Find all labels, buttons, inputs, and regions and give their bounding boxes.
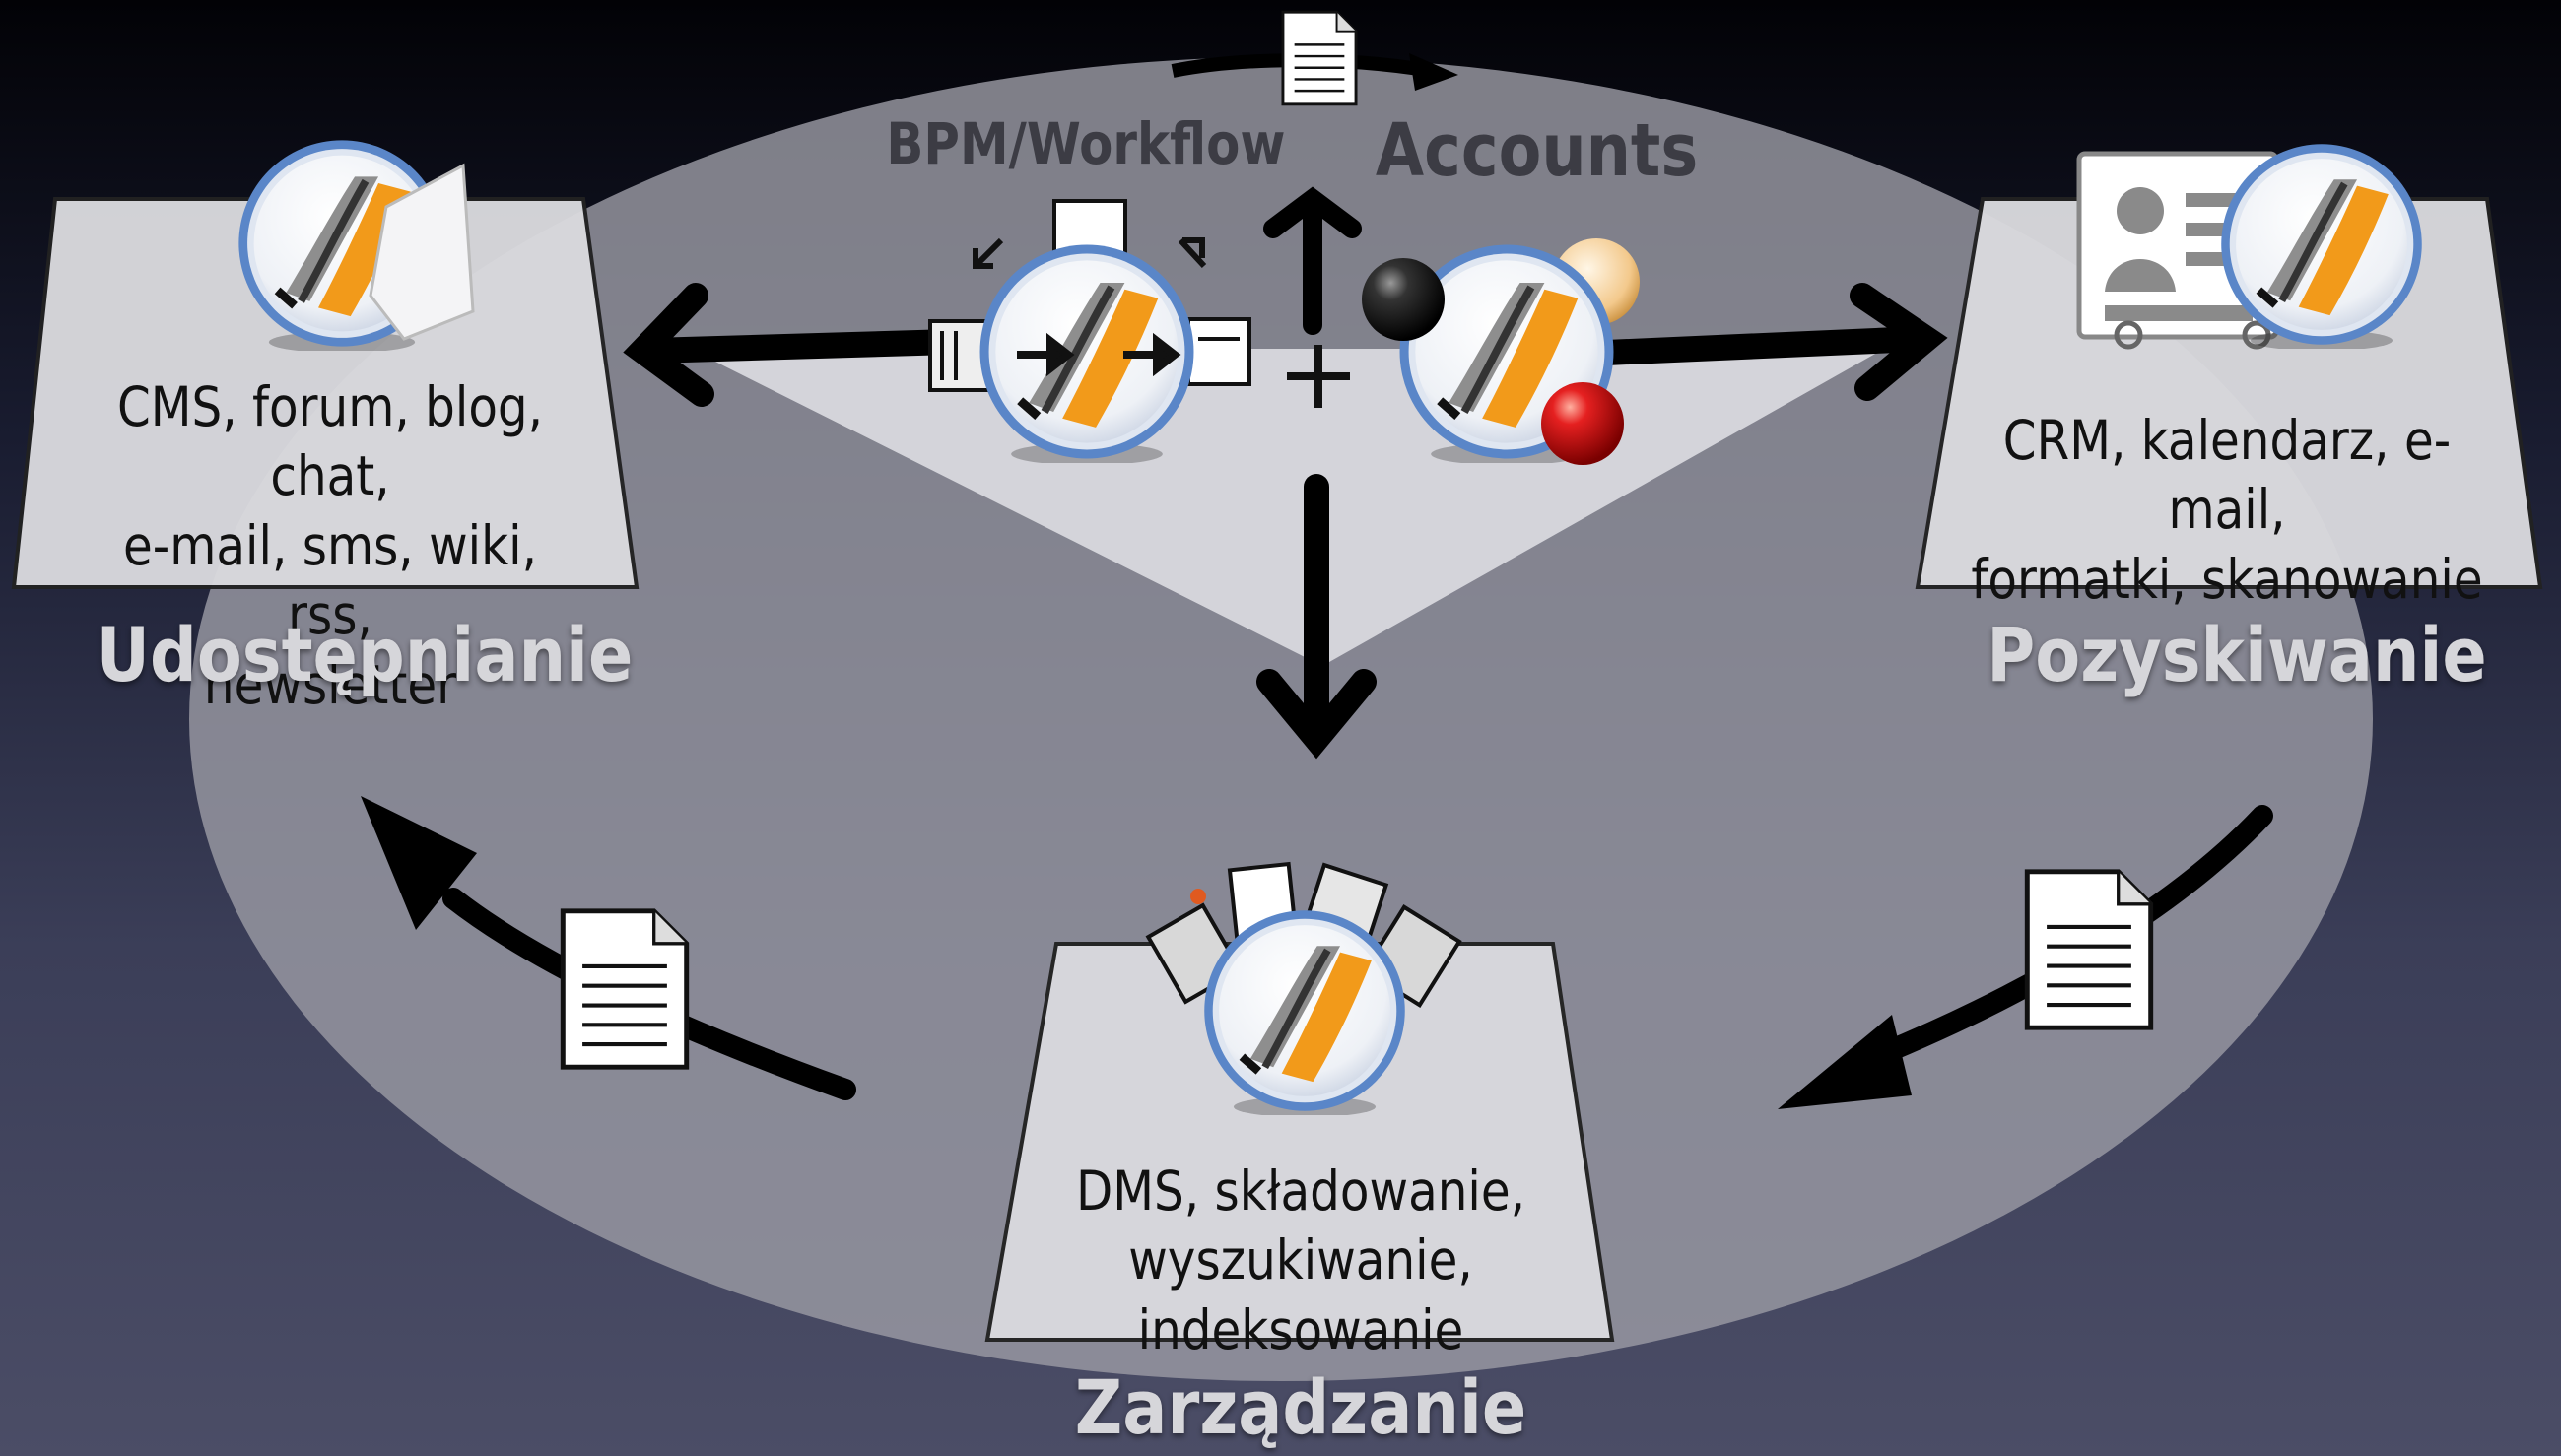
acquisition-line-1: CRM, kalendarz, e-mail, [2002, 409, 2452, 542]
top-arc-arrowhead [1409, 53, 1458, 91]
workflow-arrows-icon [1017, 332, 1181, 377]
acquisition-label: Pozyskiwanie [1987, 611, 2487, 698]
contact-card-icon [2076, 151, 2279, 350]
red-ball-icon [1541, 382, 1624, 465]
paper-sheet-icon [369, 163, 475, 341]
sharing-box-text: CMS, forum, blog, chat, e-mail, sms, wik… [74, 372, 585, 719]
sharing-line-1: CMS, forum, blog, chat, [116, 375, 544, 508]
plus-icon [1287, 345, 1350, 408]
document-icon-right [2027, 872, 2150, 1027]
top-document-icon [1281, 10, 1358, 106]
arrow-up [1263, 186, 1362, 335]
sharing-line-3: newsletter [203, 652, 457, 716]
black-ball-icon [1362, 258, 1445, 341]
sharing-line-2: e-mail, sms, wiki, rss, [123, 513, 537, 647]
acquisition-line-2: formatki, skanowanie [1971, 547, 2483, 611]
acquisition-box-text: CRM, kalendarz, e-mail, formatki, skanow… [1958, 406, 2496, 614]
arrow-to-acquisition [1593, 283, 1948, 401]
bpm-workflow-label: BPM/Workflow [886, 110, 1286, 177]
arrow-to-management [1256, 474, 1377, 760]
management-box-text: DMS, składowanie, wyszukiwanie, indeksow… [1015, 1157, 1587, 1364]
management-line-1: DMS, składowanie, [1075, 1159, 1526, 1223]
management-line-2: wyszukiwanie, indeksowanie [1128, 1228, 1473, 1361]
management-label: Zarządzanie [1074, 1363, 1527, 1451]
document-icon-left [563, 911, 686, 1067]
sharing-label: Udostępnianie [96, 611, 634, 698]
accounts-label: Accounts [1375, 108, 1699, 193]
